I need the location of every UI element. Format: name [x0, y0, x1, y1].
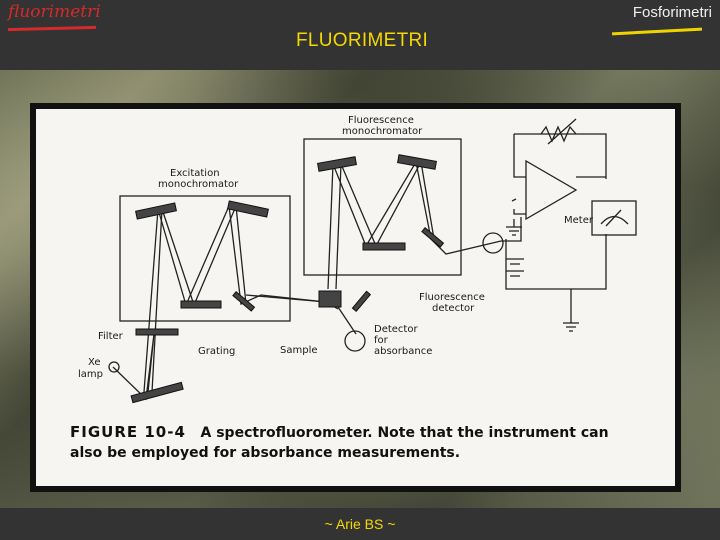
meter-label: Meter [564, 215, 594, 226]
detector-absorbance-label-2: for [374, 335, 389, 346]
page-title: FLUORIMETRI [296, 30, 429, 51]
absorbance-path [337, 306, 357, 335]
figure-number: FIGURE 10-4 [70, 423, 186, 441]
fluorescence-monochromator-label: Fluorescence [348, 115, 414, 126]
figure-caption: FIGURE 10-4 A spectrofluorometer. Note t… [70, 422, 660, 463]
sample-cell [318, 290, 342, 308]
fluorescence-monochromator-box [303, 138, 462, 276]
footer-author: ~ Arie BS ~ [324, 516, 396, 532]
xe-lamp-label-2: lamp [78, 369, 103, 380]
fluorescence-beam [327, 160, 502, 290]
xe-lamp-label: Xe [88, 357, 101, 368]
absorbance-detector [344, 330, 366, 352]
op-amp [525, 159, 578, 221]
detector-absorbance-label-3: absorbance [374, 346, 432, 357]
mirror-2 [227, 200, 269, 218]
sample-label: Sample [280, 345, 318, 356]
filter-label: Filter [98, 331, 124, 342]
mirror-3 [317, 156, 357, 172]
xe-lamp [108, 361, 120, 373]
bottom-bar [0, 508, 720, 540]
variable-resistor [540, 125, 577, 143]
lamp-mirror [130, 381, 184, 404]
caption-line-1: A spectrofluorometer. Note that the inst… [200, 425, 609, 441]
grating-excitation [180, 300, 222, 309]
mirror-4 [397, 154, 437, 170]
excitation-monochromator-box [119, 195, 291, 322]
fluorescence-detector-label: Fluorescence [419, 292, 485, 303]
spectrofluorometer-figure: Fluorescence monochromator Excitation mo… [36, 109, 675, 486]
top-bar [0, 0, 720, 70]
mirror-1 [135, 202, 177, 220]
detector-absorbance-label: Detector [374, 324, 418, 335]
excitation-monochromator-label-2: monochromator [158, 179, 239, 190]
grating-fluorescence [362, 242, 406, 251]
caption-line-2: also be employed for absorbance measurem… [70, 445, 461, 461]
diagram-svg: Fluorescence monochromator Excitation mo… [78, 115, 637, 404]
fluorescence-monochromator-label-2: monochromator [342, 126, 423, 137]
corner-logo: fluorimetri [8, 2, 101, 22]
excitation-monochromator-label: Excitation [170, 168, 220, 179]
corner-title: Fosforimetri [632, 4, 712, 21]
fluorescence-detector [482, 232, 504, 254]
fluorescence-detector-label-2: detector [432, 303, 475, 314]
filter [135, 328, 179, 336]
meter-box [591, 200, 637, 236]
grating-label: Grating [198, 346, 235, 357]
